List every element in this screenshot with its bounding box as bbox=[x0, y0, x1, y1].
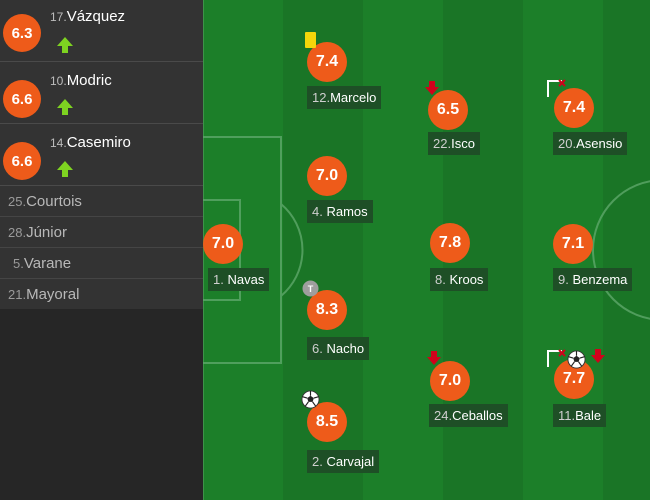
pitch: 7.0 1. Navas 7.4 12.Marcelo 7.0 4. Ramos… bbox=[203, 0, 650, 500]
rating-badge: 6.5 bbox=[428, 90, 468, 130]
player-number: 14. bbox=[50, 136, 67, 150]
bench-row[interactable]: 5.Varane bbox=[0, 248, 203, 279]
player-number: 11. bbox=[558, 408, 576, 423]
sub-off-arrow-icon bbox=[427, 351, 441, 365]
substitutes-panel: 6.3 17.Vázquez 6.6 10.Modric 6.6 14.Case… bbox=[0, 0, 203, 500]
player-name: Isco bbox=[451, 136, 475, 151]
player-name: Ramos bbox=[326, 204, 368, 219]
player-number: 22. bbox=[433, 136, 452, 151]
sub-off-arrow-icon bbox=[425, 81, 439, 95]
player-label: 1. Navas bbox=[208, 268, 270, 291]
rating-badge: 7.8 bbox=[430, 223, 470, 263]
rating-badge: 7.0 bbox=[203, 224, 243, 264]
player-name: Varane bbox=[23, 255, 72, 272]
player-number: 28. bbox=[8, 225, 27, 240]
player-label: 24.Ceballos bbox=[429, 404, 508, 427]
rating-badge: 7.4 bbox=[554, 88, 594, 128]
substitute-row[interactable]: 6.3 17.Vázquez bbox=[0, 0, 203, 62]
bench-row[interactable]: 25.Courtois bbox=[0, 186, 203, 217]
player-label: 2. Carvajal bbox=[307, 450, 380, 473]
rating-badge: 6.6 bbox=[3, 142, 41, 180]
player-label: 20.Asensio bbox=[553, 132, 628, 155]
player-name: Júnior bbox=[26, 224, 67, 241]
player-label: 8. Kroos bbox=[430, 268, 489, 291]
arrow-up-icon bbox=[57, 37, 73, 53]
player-name: Kroos bbox=[449, 272, 484, 287]
corner-flag-icon bbox=[547, 349, 566, 367]
player-number: 21. bbox=[8, 287, 27, 302]
player-name: Casemiro bbox=[66, 134, 131, 151]
arrow-up-icon bbox=[57, 99, 73, 115]
player-number: 1. bbox=[213, 272, 224, 287]
player-name: Courtois bbox=[26, 193, 82, 210]
goal-ball-icon bbox=[301, 390, 320, 409]
goal-ball-icon bbox=[567, 350, 586, 369]
rating-badge: 7.0 bbox=[430, 361, 470, 401]
rating-badge: 7.1 bbox=[553, 224, 593, 264]
bench-row[interactable]: 28.Júnior bbox=[0, 217, 203, 248]
player-number: 10. bbox=[50, 74, 67, 88]
player-number: 24. bbox=[434, 408, 453, 423]
substitute-row[interactable]: 6.6 10.Modric bbox=[0, 62, 203, 124]
player-name: Nacho bbox=[326, 341, 365, 356]
player-name: Bale bbox=[575, 408, 602, 423]
player-name: Ceballos bbox=[452, 408, 503, 423]
rating-badge: 7.0 bbox=[307, 156, 347, 196]
player-number: 12. bbox=[312, 90, 331, 105]
player-label: 4. Ramos bbox=[307, 200, 373, 223]
player-number: 2. bbox=[312, 454, 323, 469]
sub-off-arrow-icon bbox=[591, 349, 605, 363]
player-name: Benzema bbox=[572, 272, 628, 287]
rating-badge: 6.3 bbox=[3, 14, 41, 52]
rating-badge: 8.3 bbox=[307, 290, 347, 330]
yellow-card-icon bbox=[305, 32, 316, 48]
arrow-up-icon bbox=[57, 161, 73, 177]
player-label: 22.Isco bbox=[428, 132, 480, 155]
rating-badge: 6.6 bbox=[3, 80, 41, 118]
player-label: 11.Bale bbox=[553, 404, 607, 427]
player-label: 6. Nacho bbox=[307, 337, 370, 360]
substitute-row[interactable]: 6.6 14.Casemiro bbox=[0, 124, 203, 186]
player-name: Vázquez bbox=[66, 8, 126, 25]
player-number: 8. bbox=[435, 272, 446, 287]
player-name: Carvajal bbox=[326, 454, 375, 469]
bench-empty-area bbox=[0, 309, 203, 500]
bench-row[interactable]: 21.Mayoral bbox=[0, 279, 203, 310]
player-name: Modric bbox=[66, 72, 112, 89]
captain-badge-icon: T bbox=[302, 280, 319, 297]
player-number: 25. bbox=[8, 194, 27, 209]
corner-flag-icon bbox=[547, 79, 566, 97]
player-number: 17. bbox=[50, 10, 67, 24]
rating-badge: 7.4 bbox=[307, 42, 347, 82]
player-label: 12.Marcelo bbox=[307, 86, 382, 109]
player-number: 20. bbox=[558, 136, 577, 151]
player-name: Navas bbox=[227, 272, 265, 287]
player-number: 4. bbox=[312, 204, 323, 219]
player-number: 9. bbox=[558, 272, 569, 287]
rating-badge: 8.5 bbox=[307, 402, 347, 442]
player-name: Marcelo bbox=[330, 90, 377, 105]
player-label: 9. Benzema bbox=[553, 268, 633, 291]
player-name: Mayoral bbox=[26, 286, 80, 303]
svg-text:T: T bbox=[308, 284, 314, 294]
player-number: 5. bbox=[13, 256, 24, 271]
player-number: 6. bbox=[312, 341, 323, 356]
player-name: Asensio bbox=[576, 136, 623, 151]
